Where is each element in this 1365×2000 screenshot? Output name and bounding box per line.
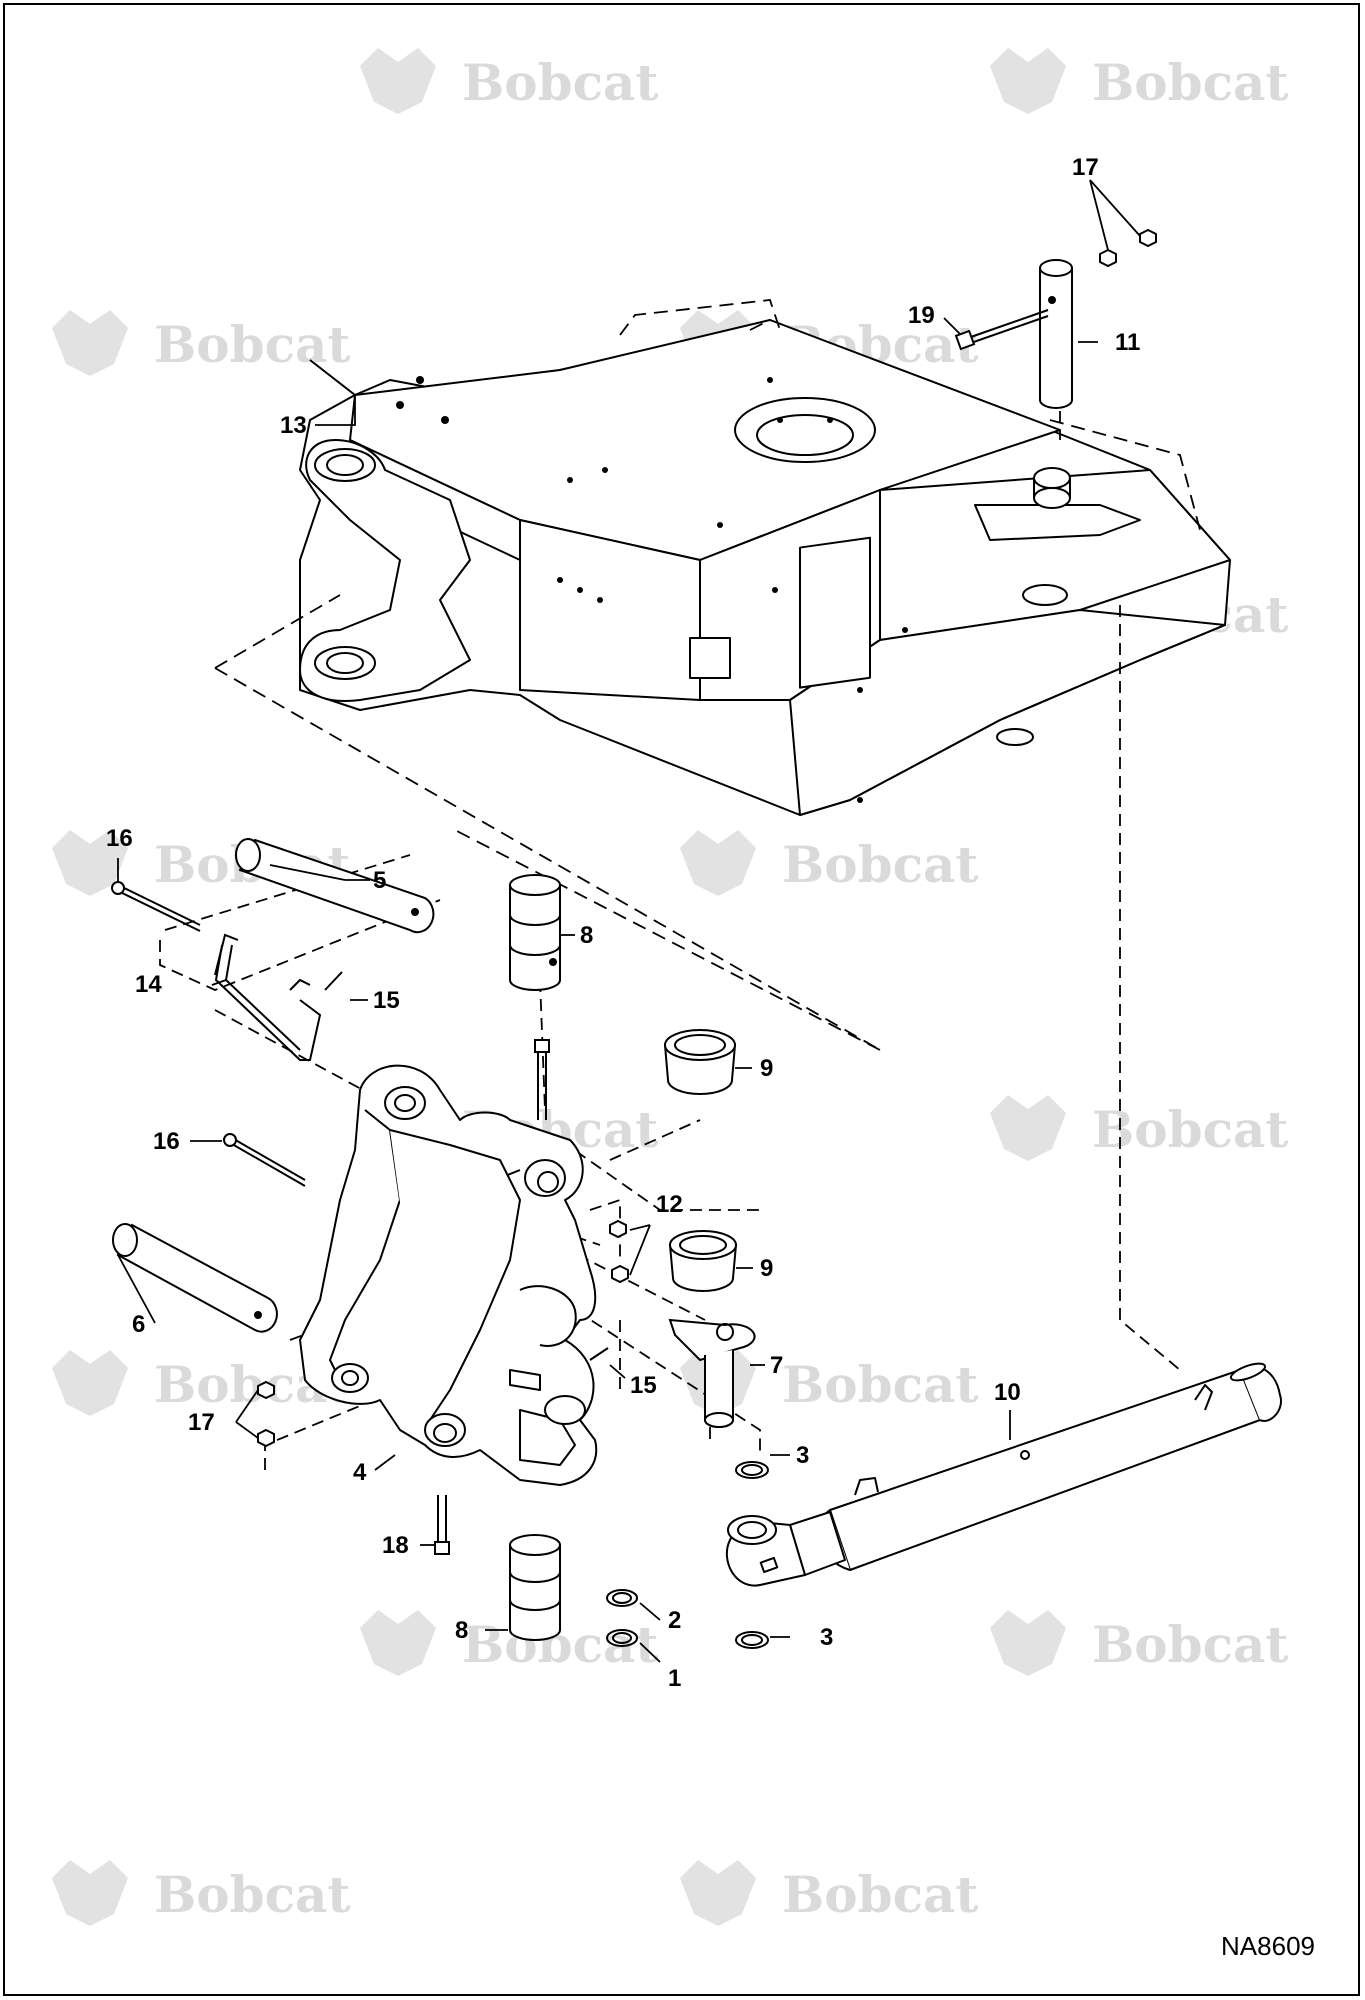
watermark-text: Bobcat — [154, 1865, 351, 1924]
frame-holes — [396, 376, 908, 803]
bushing-8-bottom — [509, 1534, 561, 1641]
bolt-vertical — [534, 1039, 550, 1120]
watermark: Bobcat — [990, 1610, 1289, 1676]
bolt-18 — [434, 1495, 450, 1555]
pin-7 — [668, 1318, 756, 1428]
callout-15-bottom: 15 — [630, 1372, 657, 1399]
callout-16-middle: 16 — [153, 1128, 180, 1155]
swing-casting-4 — [299, 1064, 598, 1486]
watermark-logo-icon — [52, 1860, 128, 1926]
callout-8-top: 8 — [580, 922, 593, 949]
watermark-logo-icon — [52, 830, 128, 896]
watermark-text: Bobcat — [1092, 1615, 1289, 1674]
watermark: Bobcat — [990, 1095, 1289, 1161]
watermark-text: Bobcat — [782, 835, 979, 894]
callout-5: 5 — [373, 867, 386, 894]
callout-18: 18 — [382, 1532, 409, 1559]
watermark: Bobcat — [680, 1860, 979, 1926]
upper-frame — [299, 319, 1231, 816]
watermark-logo-icon — [990, 1095, 1066, 1161]
watermark-text: Bobcat — [154, 315, 351, 374]
callout-12: 12 — [656, 1191, 683, 1218]
callout-9-lower: 9 — [760, 1255, 773, 1282]
callout-17-top: 17 — [1072, 154, 1099, 181]
callout-13: 13 — [280, 412, 307, 439]
watermark-logo-icon — [360, 48, 436, 114]
pin-5 — [235, 838, 435, 934]
watermark-logo-icon — [52, 1350, 128, 1416]
pivot-pin-11 — [1039, 259, 1073, 409]
callout-7: 7 — [770, 1352, 783, 1379]
watermark-layer: Bobcat Bobcat Bobcat Bobcat Bobcat Bobca… — [52, 48, 1289, 1926]
watermark: Bobcat — [52, 1860, 351, 1926]
watermark-text: Bobcat — [462, 53, 659, 112]
callout-14: 14 — [135, 971, 162, 998]
seal-9-top — [663, 1029, 737, 1095]
watermark-logo-icon — [52, 310, 128, 376]
callout-19: 19 — [908, 302, 935, 329]
bolt-16-middle — [223, 1133, 306, 1187]
callout-6: 6 — [132, 1311, 145, 1338]
watermark: Bobcat — [360, 48, 659, 114]
callout-4: 4 — [353, 1459, 367, 1486]
pin-6 — [112, 1223, 278, 1333]
watermark: Bobcat — [990, 48, 1289, 114]
watermark-text: Bobcat — [1092, 1100, 1289, 1159]
nut-12 — [609, 1219, 629, 1284]
drawing-reference-number: NA8609 — [1221, 1931, 1315, 1961]
watermark: Bobcat — [360, 1610, 659, 1676]
callout-11: 11 — [1115, 329, 1140, 356]
callout-17-bottom: 17 — [188, 1409, 215, 1436]
diagram-frame — [3, 3, 1360, 1996]
callout-2: 2 — [668, 1607, 681, 1634]
washers-3 — [735, 1461, 769, 1649]
callout-16-top: 16 — [106, 825, 133, 852]
shims — [606, 1589, 638, 1647]
watermark-logo-icon — [680, 830, 756, 896]
watermark-logo-icon — [990, 48, 1066, 114]
callout-3-top: 3 — [796, 1442, 809, 1469]
seal-9-lower — [668, 1230, 738, 1292]
watermark-logo-icon — [680, 1860, 756, 1926]
callout-15-top: 15 — [373, 987, 400, 1014]
callouts: 17 19 11 13 16 5 8 14 15 9 16 12 9 6 7 1… — [106, 154, 1140, 1692]
callout-10: 10 — [994, 1379, 1021, 1406]
watermark: Bobcat — [52, 310, 351, 376]
leader-lines — [117, 179, 1141, 1663]
nut-17-bottom — [257, 1380, 275, 1448]
bolt-19 — [954, 309, 1049, 351]
watermark: Bobcat — [680, 830, 979, 896]
watermark-text: Bobcat — [1092, 53, 1289, 112]
bushing-8-top — [509, 874, 561, 991]
watermark-logo-icon — [360, 1610, 436, 1676]
swing-cylinder-10 — [725, 1362, 1282, 1587]
callout-9-top: 9 — [760, 1055, 773, 1082]
callout-3-bottom: 3 — [820, 1624, 833, 1651]
callout-8-bottom: 8 — [455, 1617, 468, 1644]
watermark-text: Bobcat — [782, 1355, 979, 1414]
roll-pin-15-bottom — [589, 1347, 609, 1361]
roll-pin-15-top — [324, 971, 343, 991]
callout-1: 1 — [668, 1665, 681, 1692]
watermark-text: Bobcat — [782, 1865, 979, 1924]
watermark-logo-icon — [990, 1610, 1066, 1676]
